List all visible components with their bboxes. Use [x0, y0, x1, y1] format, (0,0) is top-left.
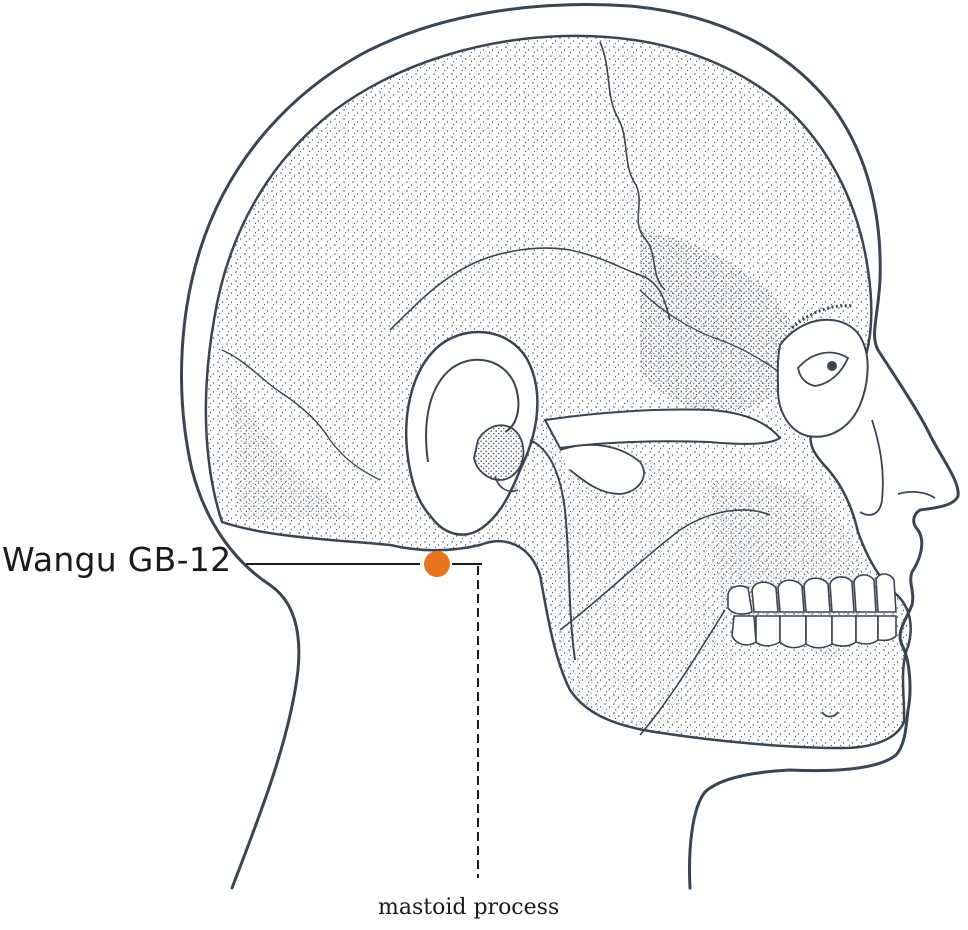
zygomatic-arch — [543, 408, 782, 450]
coronal-suture — [599, 41, 666, 291]
nose-aperture — [859, 419, 884, 516]
orbit — [776, 318, 869, 438]
mastoid-process-label: mastoid process — [378, 895, 560, 920]
eye — [797, 351, 850, 387]
skin-outline — [180, 3, 960, 890]
acupoint-marker — [424, 551, 450, 577]
ear-helix-inner — [425, 358, 520, 463]
lambdoid-suture — [221, 349, 381, 481]
squamosal-suture — [389, 247, 671, 331]
mandible-ramus — [529, 439, 576, 661]
acupoint-label: Wangu GB-12 — [2, 540, 232, 579]
ear-canal — [473, 424, 525, 481]
teeth — [727, 573, 897, 649]
